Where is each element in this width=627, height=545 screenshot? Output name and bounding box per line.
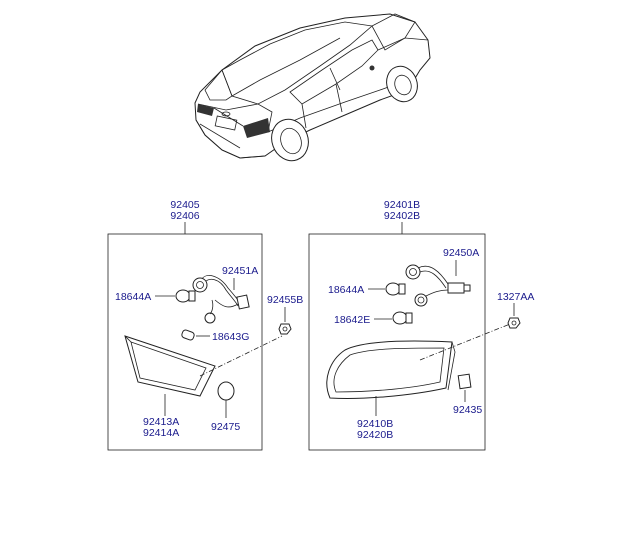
label-18642E: 18642E [334, 314, 370, 326]
bulb-18642E [392, 311, 413, 325]
label-92455B: 92455B [267, 294, 303, 306]
pad-92435 [457, 373, 472, 390]
nut-1327AA [507, 317, 521, 329]
group-left: 92405 92406 92451A 18644A 92455B [107, 199, 303, 451]
label-92420B: 92420B [357, 429, 393, 441]
label-18643G: 18643G [212, 331, 249, 343]
label-92413A: 92413A [143, 416, 179, 428]
group-right-code-1: 92401B [384, 199, 420, 211]
harness-92451A [192, 275, 250, 324]
label-92410B: 92410B [357, 418, 393, 430]
label-92450A: 92450A [443, 247, 479, 259]
harness-92450A [405, 264, 471, 307]
bulb-18644A-left [175, 289, 196, 303]
group-right-frame [308, 233, 486, 451]
group-right: 92401B 92402B 92450A 18644A 1327AA [308, 199, 534, 451]
label-92475: 92475 [211, 421, 240, 433]
group-left-code-1: 92405 [170, 199, 199, 211]
nut-92455B [278, 323, 292, 335]
bulb-18643G [181, 329, 195, 341]
label-18644A-right: 18644A [328, 284, 364, 296]
label-92414A: 92414A [143, 427, 179, 439]
label-92435: 92435 [453, 404, 482, 416]
group-right-code-2: 92402B [384, 210, 420, 222]
lamp-92410B [326, 340, 456, 400]
label-18644A-left: 18644A [115, 291, 151, 303]
group-left-code-2: 92406 [170, 210, 199, 222]
cap-92475 [217, 381, 235, 401]
label-1327AA: 1327AA [497, 291, 534, 303]
lamp-92413A [124, 335, 216, 397]
group-left-frame [107, 233, 263, 451]
label-92451A: 92451A [222, 265, 258, 277]
car-illustration [194, 13, 431, 162]
bulb-18644A-right [385, 282, 406, 296]
